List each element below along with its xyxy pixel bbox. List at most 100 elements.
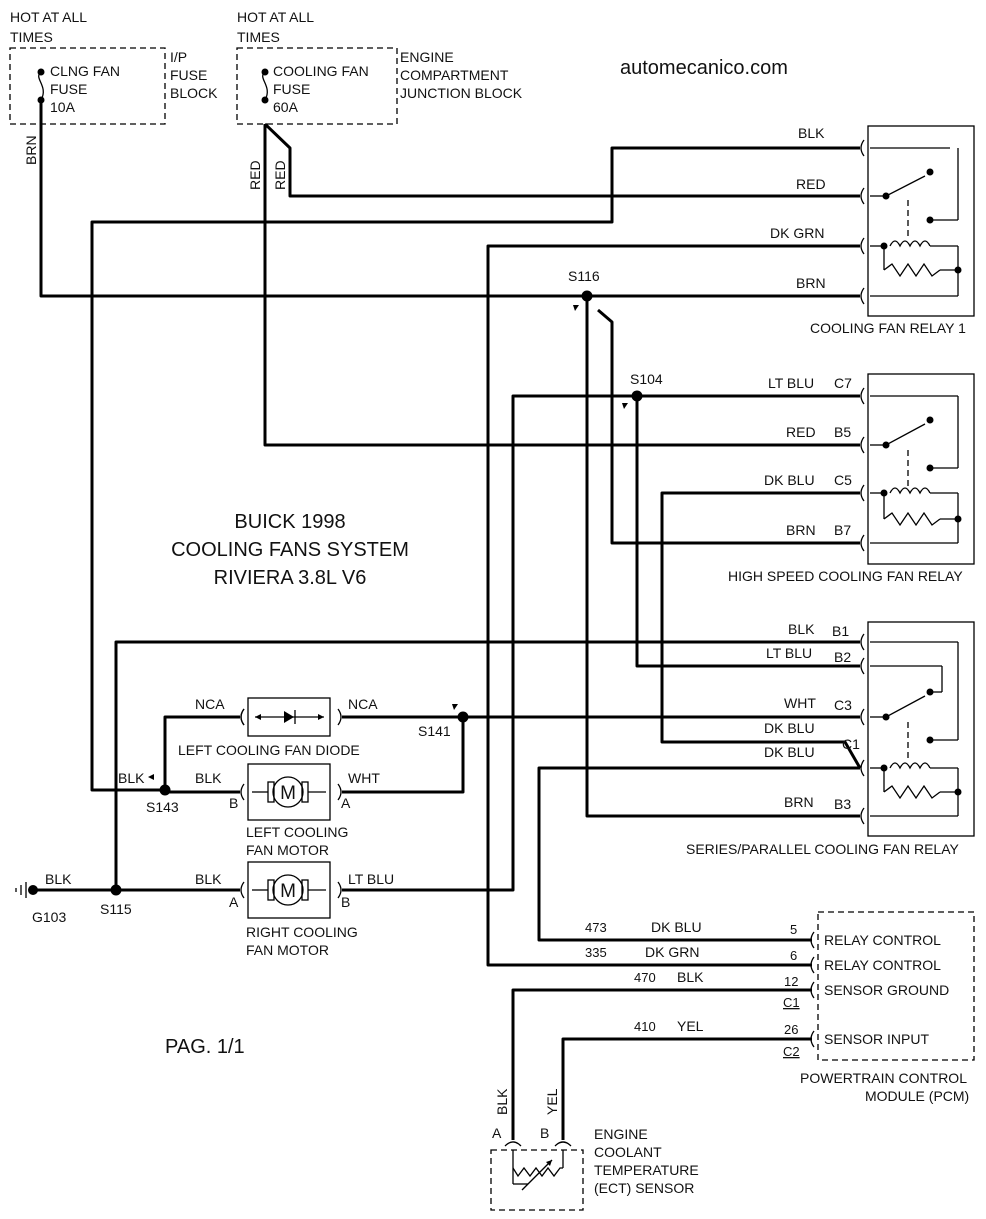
wire-label-blk-rmotor: BLK <box>195 871 222 887</box>
pcm-row-4-color: YEL <box>677 1018 704 1034</box>
relay1-wire-brn: BRN <box>796 275 826 291</box>
splice-s116-label: S116 <box>568 268 600 284</box>
left-motor-pin-b: B <box>229 795 238 811</box>
left-motor-pin-a: A <box>341 795 351 811</box>
splice-s115-label: S115 <box>100 901 132 917</box>
ip-fuse-name-2: FUSE <box>50 81 87 97</box>
sp-wire-wht: WHT <box>784 695 816 711</box>
ip-fuse-rating: 10A <box>50 99 76 115</box>
relay1-coil <box>870 240 962 297</box>
sp-relay-label: SERIES/PARALLEL COOLING FAN RELAY <box>686 841 959 857</box>
pcm-row-4-conn: C2 <box>783 1044 800 1059</box>
wire-blk-s143-to-left-motor <box>163 790 240 794</box>
left-motor-symbol: M <box>280 783 296 804</box>
sp-wire-blk: BLK <box>788 621 815 637</box>
relay1-wire-dkgrn: DK GRN <box>770 225 824 241</box>
ip-fuse-block-outline <box>9 47 166 125</box>
title-line-2: COOLING FANS SYSTEM <box>171 539 409 561</box>
wire-yel-ect-to-pcm <box>561 1037 812 1140</box>
wire-ltblu-s104-to-sp-relay <box>635 396 860 668</box>
eng-fuse-name-2: FUSE <box>273 81 310 97</box>
left-motor-box <box>247 763 331 821</box>
hs-pin-c7: C7 <box>834 375 852 391</box>
relay1-switch <box>870 148 959 240</box>
wire-label-red-1: RED <box>247 160 263 190</box>
pcm-row-4-func: SENSOR INPUT <box>824 1031 929 1047</box>
pcm-row-3-conn: C1 <box>783 995 800 1010</box>
ip-fuse-symbol <box>37 68 45 104</box>
pcm-row-4-pin: 26 <box>784 1022 798 1037</box>
sp-relay-box <box>867 621 975 837</box>
hs-wire-brn: BRN <box>786 522 816 538</box>
sp-wire-dkblu-2: DK BLU <box>764 744 815 760</box>
wire-blk-relay1-to-s143 <box>90 146 860 792</box>
wire-label-ltblu-rmotor: LT BLU <box>348 871 394 887</box>
splice-s116: S116 <box>568 268 600 311</box>
page-label: PAG. 1/1 <box>165 1036 245 1058</box>
component-connector-arcs <box>240 708 245 726</box>
pcm-row-1-circuit: 473 <box>585 920 607 935</box>
wire-dkblu-sp-to-pcm <box>537 766 860 942</box>
pcm-row-3-pin: 12 <box>784 974 798 989</box>
cooling-fan-relay-1: BLK RED DK GRN BRN COOLING FAN RELAY 1 <box>770 125 975 336</box>
right-motor-symbol: M <box>280 881 296 902</box>
left-motor-label-2: FAN MOTOR <box>246 842 329 858</box>
ect-outline <box>490 1149 584 1211</box>
ground-g103-label: G103 <box>32 909 66 925</box>
pcm-row-2-pin: 6 <box>790 948 797 963</box>
splice-s141: S141 <box>418 704 469 739</box>
ip-hot-label-1: HOT AT ALL <box>10 9 87 25</box>
ip-block-label-3: BLOCK <box>170 85 218 101</box>
splice-s104: S104 <box>622 371 663 409</box>
relay1-wire-blk: BLK <box>798 125 825 141</box>
hs-wire-ltblu: LT BLU <box>768 375 814 391</box>
watermark: automecanico.com <box>620 57 788 79</box>
hs-relay-coil <box>870 487 962 544</box>
title-line-1: BUICK 1998 <box>234 511 345 533</box>
hs-wire-red: RED <box>786 424 816 440</box>
sp-pin-b1: B1 <box>832 623 849 639</box>
eng-hot-label-1: HOT AT ALL <box>237 9 314 25</box>
splice-s143: S143 <box>146 774 179 815</box>
pcm-row-2: 335 DK GRN 6 RELAY CONTROL <box>585 944 941 973</box>
wire-labels: BRN RED RED BLK BLK WHT NCA NCA BLK BLK … <box>23 135 560 1115</box>
wire-label-yel-ect: YEL <box>544 1088 560 1115</box>
ect-sensor: A B ENGINE COOLANT TEMPERATURE (ECT) SEN… <box>490 1125 699 1211</box>
right-motor-label-2: FAN MOTOR <box>246 942 329 958</box>
pcm-row-3-func: SENSOR GROUND <box>824 982 949 998</box>
pcm-row-2-color: DK GRN <box>645 944 699 960</box>
left-motor-label-1: LEFT COOLING <box>246 824 348 840</box>
wire-label-red-2: RED <box>272 160 288 190</box>
ect-label-1: ENGINE <box>594 1126 648 1142</box>
diode-label: LEFT COOLING FAN DIODE <box>178 742 360 758</box>
eng-hot-label-2: TIMES <box>237 29 280 45</box>
pcm-row-1: 473 DK BLU 5 RELAY CONTROL <box>585 919 941 948</box>
pcm-row-1-color: DK BLU <box>651 919 702 935</box>
splices: S116 S104 S141 S143 S115 G103 <box>15 268 663 925</box>
splice-s143-label: S143 <box>146 799 179 815</box>
eng-block-label-1: ENGINE <box>400 49 454 65</box>
right-motor-pin-b: B <box>341 894 350 910</box>
pcm-label-2: MODULE (PCM) <box>865 1088 969 1104</box>
left-cooling-fan-diode: LEFT COOLING FAN DIODE <box>178 697 360 758</box>
sp-wire-brn: BRN <box>784 794 814 810</box>
pcm-row-2-circuit: 335 <box>585 945 607 960</box>
hs-relay-switch <box>870 396 959 488</box>
ect-pin-b: B <box>540 1125 549 1141</box>
wire-dkgrn-relay1-to-pcm <box>486 244 860 967</box>
pcm-outline <box>817 911 975 1061</box>
pcm-row-3: 470 BLK 12 C1 SENSOR GROUND <box>634 969 949 1010</box>
ground-g103: G103 <box>15 882 66 925</box>
wire-red-fuse-to-hs-relay <box>263 124 860 447</box>
hs-pin-c5: C5 <box>834 472 852 488</box>
ect-label-2: COOLANT <box>594 1144 662 1160</box>
sp-wire-ltblu: LT BLU <box>766 645 812 661</box>
wire-red-fuse-to-relay1 <box>263 122 860 198</box>
pcm-label-1: POWERTRAIN CONTROL <box>800 1070 967 1086</box>
sp-pin-c1: C1 <box>842 736 860 752</box>
ip-fuse-block: HOT AT ALL TIMES CLNG FAN FUSE 10A I/P F… <box>9 9 218 125</box>
wire-brn-s116-to-hs-relay <box>597 308 860 545</box>
sp-relay-coil <box>870 762 962 817</box>
wire-blk-ground-to-sp-relay <box>114 640 860 890</box>
